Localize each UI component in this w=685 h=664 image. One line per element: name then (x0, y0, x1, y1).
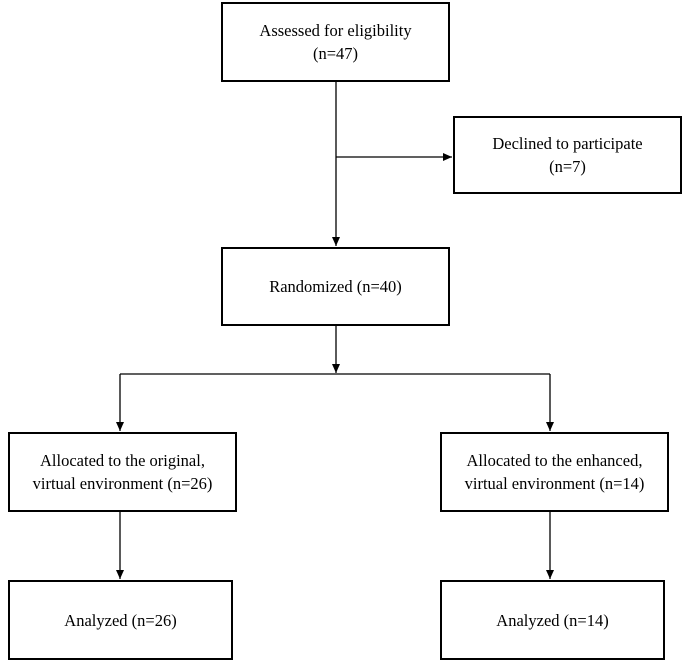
analyzed-enhanced-box: Analyzed (n=14) (440, 580, 665, 660)
declined-label: Declined to participate (492, 134, 643, 153)
allocated-original-count: virtual environment (n=26) (32, 474, 213, 493)
assessed-label: Assessed for eligibility (259, 21, 412, 40)
declined-count: (n=7) (549, 157, 586, 176)
declined-box: Declined to participate (n=7) (453, 116, 682, 194)
analyzed-original-box: Analyzed (n=26) (8, 580, 233, 660)
randomized-label: Randomized (n=40) (269, 277, 402, 296)
allocated-original-box: Allocated to the original, virtual envir… (8, 432, 237, 512)
analyzed-enhanced-label: Analyzed (n=14) (496, 610, 609, 630)
allocated-enhanced-box: Allocated to the enhanced, virtual envir… (440, 432, 669, 512)
assessed-count: (n=47) (312, 44, 359, 63)
allocated-enhanced-label: Allocated to the enhanced, (466, 451, 643, 470)
allocated-enhanced-count: virtual environment (n=14) (464, 474, 645, 493)
assessed-box: Assessed for eligibility (n=47) (221, 2, 450, 82)
randomized-box: Randomized (n=40) (221, 247, 450, 326)
allocated-original-label: Allocated to the original, (40, 451, 205, 470)
analyzed-original-label: Analyzed (n=26) (64, 610, 177, 630)
